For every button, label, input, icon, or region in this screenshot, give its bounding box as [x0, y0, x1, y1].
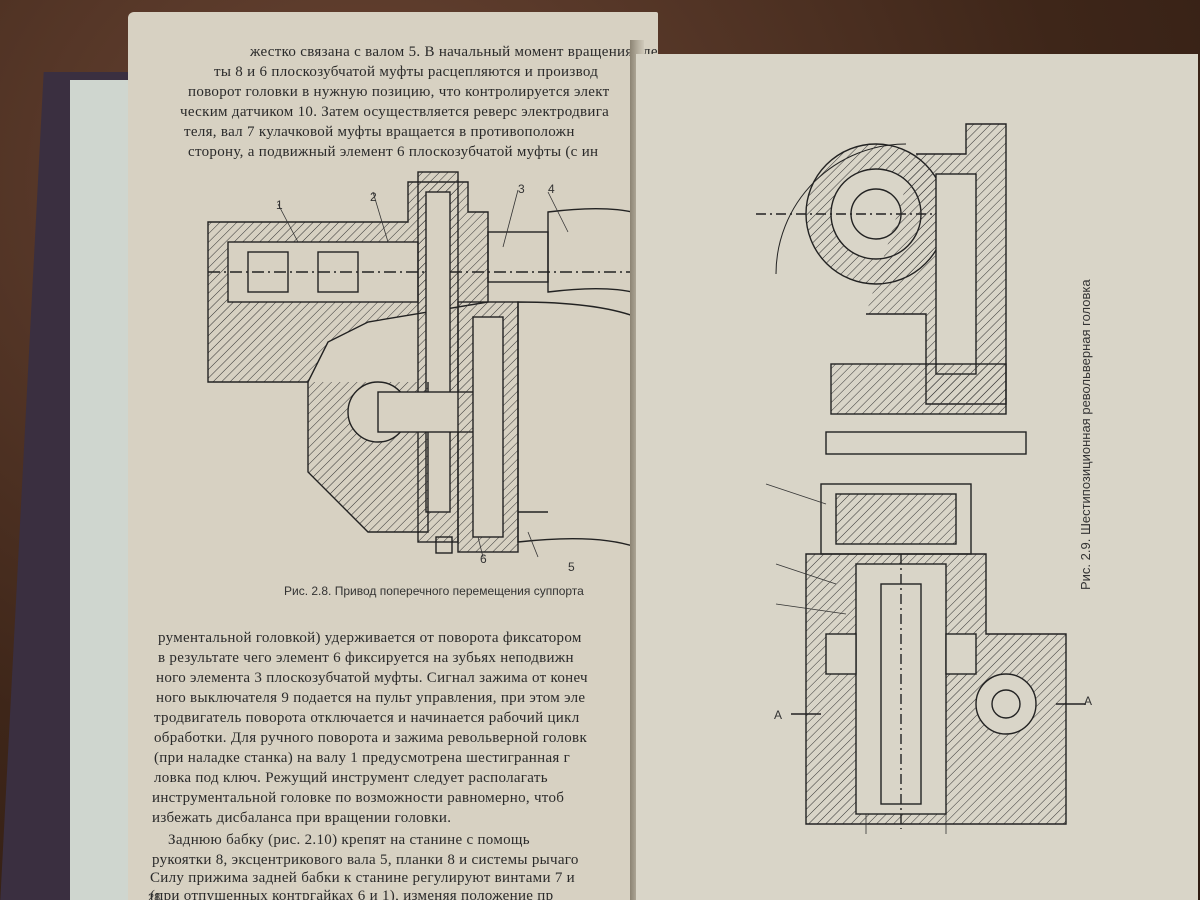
text-line: рументальной головкой) удерживается от п… — [158, 630, 582, 646]
text-line: жестко связана с валом 5. В начальный мо… — [250, 44, 658, 60]
left-page: жестко связана с валом 5. В начальный мо… — [128, 12, 658, 900]
text-line: Заднюю бабку (рис. 2.10) крепят на стани… — [168, 832, 530, 848]
figure-label: 3 — [518, 182, 525, 196]
text-line: поворот головки в нужную позицию, что ко… — [188, 84, 610, 100]
figure-label: 6 — [480, 552, 487, 566]
text-line: в результате чего элемент 6 фиксируется … — [158, 650, 574, 666]
text-line: тродвигатель поворота отключается и начи… — [154, 710, 580, 726]
text-line: ловка под ключ. Режущий инструмент следу… — [154, 770, 548, 786]
figure-2-8-drawing — [207, 171, 658, 558]
text-line: сторону, а подвижный элемент 6 плоскозуб… — [188, 144, 599, 160]
figure-label: 5 — [568, 560, 575, 574]
figure-caption: Рис. 2.8. Привод поперечного перемещения… — [284, 584, 584, 598]
text-line: ческим датчиком 10. Затем осуществляется… — [180, 104, 610, 120]
right-page: А А — [636, 54, 1198, 900]
figure-caption-rotated: Рис. 2.9. Шестипозиционная револьверная … — [1078, 279, 1093, 590]
text-line: избежать дисбаланса при вращении головки… — [152, 810, 452, 826]
text-line: рукоятки 8, эксцентрикового вала 5, план… — [152, 852, 579, 868]
figure-label: 4 — [548, 182, 555, 196]
text-line: теля, вал 7 кулачковой муфты вращается в… — [184, 124, 575, 140]
text-line: обработки. Для ручного поворота и зажима… — [154, 730, 588, 746]
figure-label: 1 — [276, 198, 283, 212]
figure-label: 2 — [370, 190, 377, 204]
page-number: 28 — [148, 892, 161, 900]
text-line: (при наладке станка) на валу 1 предусмот… — [154, 750, 571, 766]
text-line: ного элемента 3 плоскозубчатой муфты. Си… — [156, 670, 588, 686]
figure-2-9-drawing — [756, 123, 1086, 834]
text-line: (при отпущенных контргайках 6 и 1), изме… — [150, 888, 554, 900]
text-line: ного выключателя 9 подается на пульт упр… — [156, 690, 586, 706]
section-mark: А — [774, 708, 783, 722]
text-line: Силу прижима задней бабки к станине регу… — [150, 870, 576, 886]
section-mark: А — [1084, 694, 1093, 708]
text-line: инструментальной головке по возможности … — [152, 790, 565, 806]
text-line: ты 8 и 6 плоскозубчатой муфты расцепляют… — [214, 64, 599, 80]
